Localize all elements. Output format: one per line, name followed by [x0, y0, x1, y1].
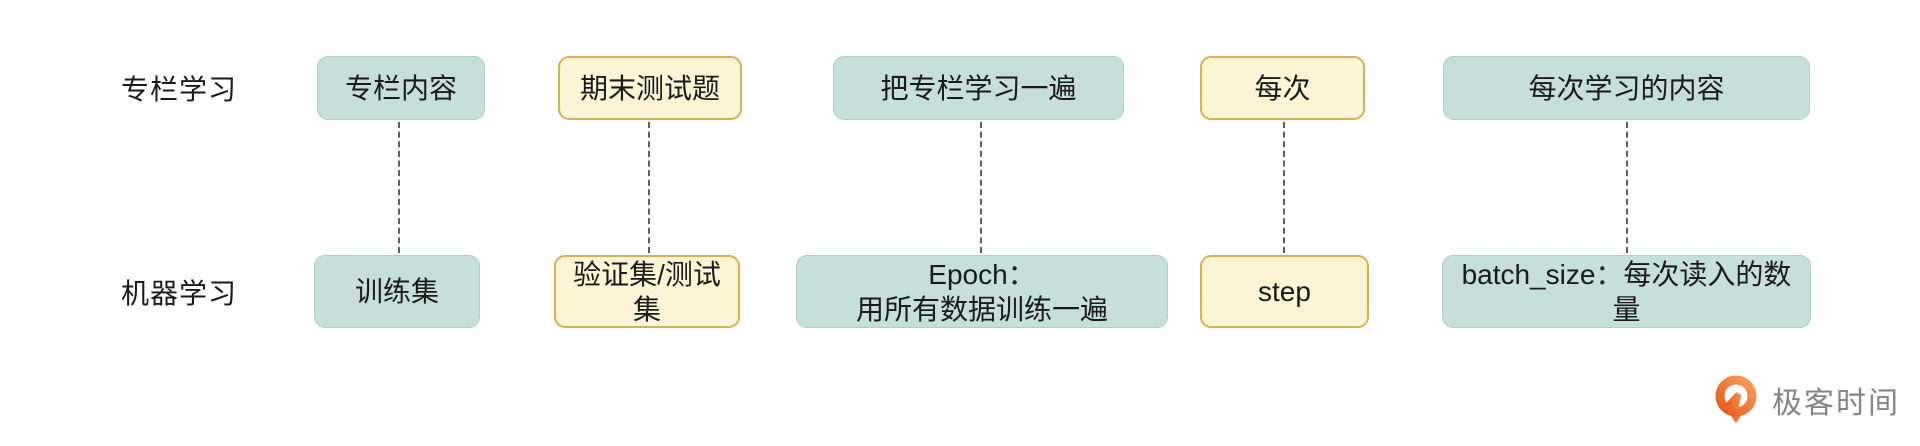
box-validation-test-set: 验证集/测试集 — [554, 255, 740, 328]
connector-dashed-line-5 — [1626, 122, 1628, 253]
box-final-test: 期末测试题 — [558, 56, 742, 120]
geektime-logo-text: 极客时间 — [1772, 387, 1900, 420]
box-training-set: 训练集 — [314, 255, 480, 328]
box-each-time: 每次 — [1200, 56, 1365, 120]
row-label-column-learning: 专栏学习 — [121, 74, 238, 105]
box-study-column-once: 把专栏学习一遍 — [833, 56, 1124, 120]
connector-dashed-line-2 — [648, 122, 650, 253]
row-label-machine-learning: 机器学习 — [121, 277, 238, 309]
box-step: step — [1200, 255, 1369, 328]
box-each-study-content: 每次学习的内容 — [1443, 56, 1810, 120]
connector-dashed-line-4 — [1283, 122, 1285, 253]
connector-dashed-line-3 — [980, 122, 982, 253]
geektime-logo: 极客时间 — [1713, 375, 1900, 425]
box-column-content: 专栏内容 — [317, 56, 485, 120]
connector-dashed-line-1 — [398, 122, 400, 253]
box-epoch: Epoch： 用所有数据训练一遍 — [796, 255, 1168, 328]
geektime-pin-icon — [1713, 375, 1759, 425]
box-batch-size: batch_size：每次读入的数量 — [1442, 255, 1811, 328]
